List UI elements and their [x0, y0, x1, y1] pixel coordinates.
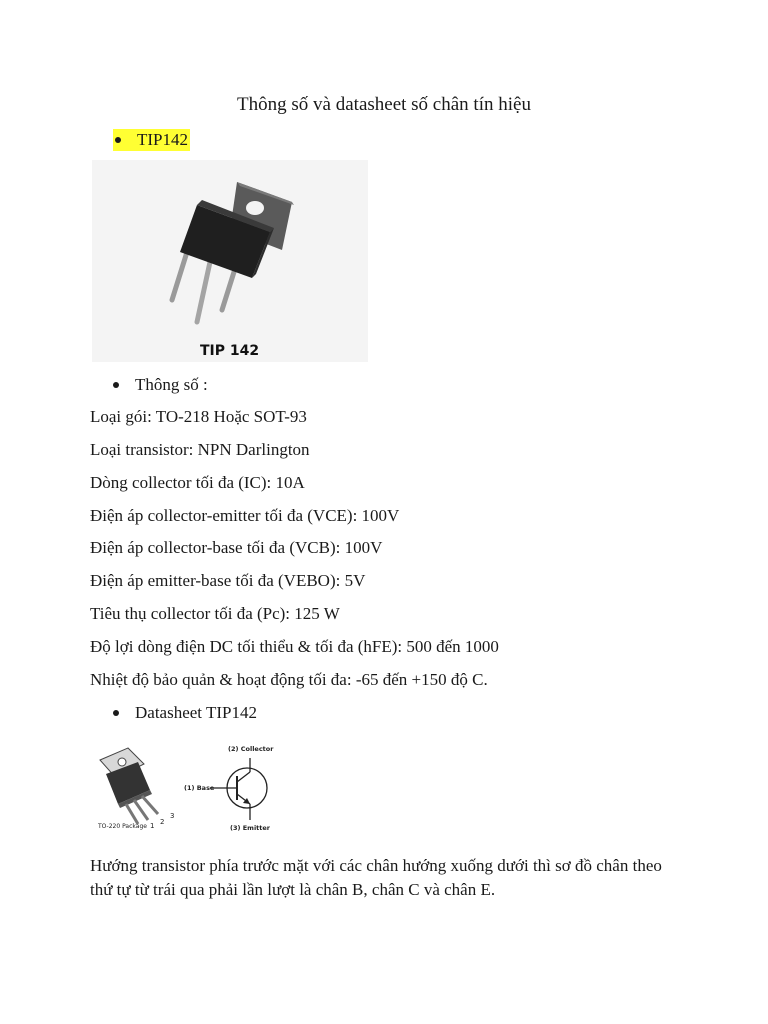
spec-line: Loại gói: TO-218 Hoặc SOT-93 — [90, 407, 307, 426]
bullet-dot-icon — [115, 137, 121, 143]
spec-line: Dòng collector tối đa (IC): 10A — [90, 473, 305, 492]
bullet-dot-icon — [113, 710, 119, 716]
bullet-tip142: TIP142 — [113, 129, 190, 151]
spec-line: Nhiệt độ bảo quản & hoạt động tối đa: -6… — [90, 670, 488, 689]
photo-caption: TIP 142 — [200, 343, 259, 359]
spec-line: Độ lợi dòng điện DC tối thiểu & tối đa (… — [90, 637, 499, 656]
package-label: TO-220 Package — [97, 823, 147, 830]
pinout-description: Hướng transistor phía trước mặt với các … — [90, 856, 662, 899]
bullet-label: Thông số : — [135, 375, 208, 394]
spec-line: Tiêu thụ collector tối đa (Pc): 125 W — [90, 604, 340, 623]
base-label: (1) Base — [184, 784, 215, 792]
spec-line: Điện áp collector-base tối đa (VCB): 100… — [90, 538, 383, 557]
page-title: Thông số và datasheet số chân tín hiệu — [237, 94, 531, 115]
bullet-datasheet: Datasheet TIP142 — [113, 702, 257, 724]
tip142-photo: TIP 142 — [92, 160, 368, 362]
npn-transistor-symbol: (2) Collector (1) Base (3) Emitter — [184, 745, 274, 832]
highlighted-item: TIP142 — [113, 129, 190, 151]
spec-line: Điện áp emitter-base tối đa (VEBO): 5V — [90, 571, 366, 590]
to220-package-drawing: 1 2 3 TO-220 Package — [97, 747, 174, 830]
pin2-label: 2 — [160, 818, 164, 826]
spec-line: Điện áp collector-emitter tối đa (VCE): … — [90, 506, 400, 525]
bullet-label: TIP142 — [137, 130, 188, 149]
pinout-diagram: 1 2 3 TO-220 Package (2) Collector (1) B… — [97, 745, 274, 832]
pin3-label: 3 — [170, 812, 174, 820]
pin1-label: 1 — [150, 822, 154, 830]
emitter-label: (3) Emitter — [230, 824, 271, 832]
spec-line: Loại transistor: NPN Darlington — [90, 440, 310, 459]
bullet-label: Datasheet TIP142 — [135, 703, 257, 722]
bullet-thong-so: Thông số : — [113, 374, 208, 396]
collector-label: (2) Collector — [228, 745, 274, 753]
bullet-dot-icon — [113, 382, 119, 388]
